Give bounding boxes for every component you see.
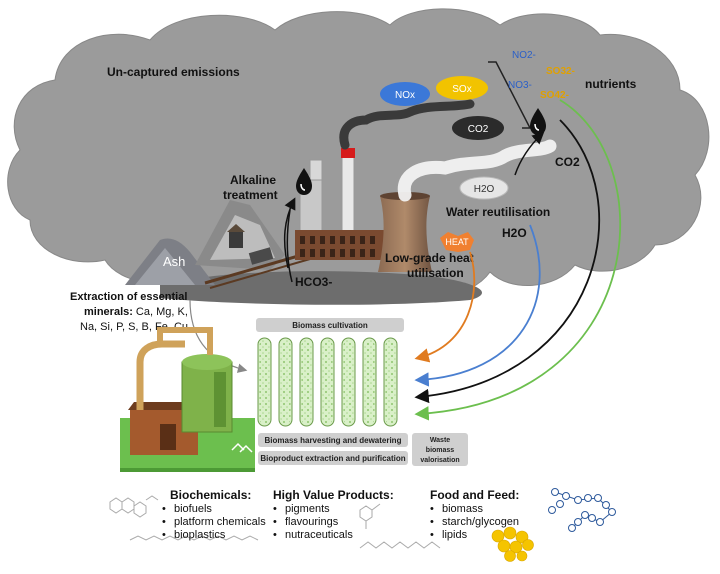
alkaline-label: Alkaline bbox=[230, 173, 276, 187]
high-value-list: pigments flavourings nutraceuticals bbox=[271, 503, 353, 542]
uncaptured-emissions-label: Un-captured emissions bbox=[107, 65, 240, 79]
extraction-line-2: minerals:Ca, Mg, K, bbox=[84, 306, 188, 318]
food-feed-list: biomass starch/glycogen lipids bbox=[428, 503, 519, 542]
no3-label: NO3- bbox=[508, 80, 532, 91]
harvesting-box: Biomass harvesting and dewatering bbox=[258, 433, 408, 447]
extraction-box: Bioproduct extraction and purification bbox=[258, 451, 408, 465]
photobioreactor-tubes bbox=[257, 337, 398, 427]
list-item: starch/glycogen bbox=[428, 516, 519, 529]
nox-bubble: NOx bbox=[380, 82, 430, 106]
svg-text:Biomass cultivation: Biomass cultivation bbox=[292, 321, 368, 330]
so3-label: SO32- bbox=[546, 66, 575, 77]
ash-label: Ash bbox=[163, 254, 185, 269]
flow-arrows bbox=[189, 99, 621, 421]
glycogen-icon bbox=[548, 488, 616, 532]
algae-culture bbox=[364, 340, 375, 424]
extraction-line-1: Extraction of essential bbox=[70, 291, 187, 303]
algae-culture bbox=[259, 340, 270, 424]
list-item: biomass bbox=[428, 503, 519, 516]
list-item: flavourings bbox=[271, 516, 353, 529]
co2-arrow-label: CO2 bbox=[555, 155, 580, 169]
no2-label: NO2- bbox=[512, 50, 536, 61]
svg-text:HEAT: HEAT bbox=[445, 237, 469, 247]
droplet-icon bbox=[530, 108, 546, 135]
cultivation-box: Biomass cultivation bbox=[256, 318, 404, 332]
svg-text:H2O: H2O bbox=[474, 184, 495, 195]
algae-culture bbox=[280, 340, 291, 424]
algae-culture bbox=[322, 340, 333, 424]
nutrients-label: nutrients bbox=[585, 77, 637, 91]
list-item: nutraceuticals bbox=[271, 529, 353, 542]
svg-text:Bioproduct extraction and puri: Bioproduct extraction and purification bbox=[260, 454, 405, 463]
sox-bubble: SOx bbox=[436, 76, 488, 100]
treatment-label: treatment bbox=[223, 188, 278, 202]
list-item: pigments bbox=[271, 503, 353, 516]
svg-text:biomass: biomass bbox=[426, 447, 455, 454]
list-item: lipids bbox=[428, 529, 519, 542]
svg-text:valorisation: valorisation bbox=[420, 457, 459, 464]
biorefinery-plant bbox=[120, 327, 255, 472]
high-value-title: High Value Products: bbox=[273, 488, 394, 502]
algae-culture bbox=[301, 340, 312, 424]
svg-text:Waste: Waste bbox=[430, 437, 450, 444]
lowgrade-label: Low-grade heat bbox=[385, 251, 474, 265]
water-reutilisation-label: Water reutilisation bbox=[446, 205, 550, 219]
h2o-arrow-label: H2O bbox=[502, 226, 527, 240]
biochemicals-title: Biochemicals: bbox=[170, 488, 252, 502]
svg-text:NOx: NOx bbox=[395, 90, 415, 101]
list-item: bioplastics bbox=[160, 529, 266, 542]
so4-label: SO42- bbox=[540, 90, 569, 101]
svg-text:SOx: SOx bbox=[452, 84, 471, 95]
algae-culture bbox=[385, 340, 396, 424]
droplet-icon bbox=[296, 168, 312, 195]
food-feed-title: Food and Feed: bbox=[430, 488, 520, 502]
utilisation-label: utilisation bbox=[407, 266, 464, 280]
list-item: biofuels bbox=[160, 503, 266, 516]
bracket bbox=[488, 61, 532, 129]
h2o-bubble: H2O bbox=[459, 176, 509, 200]
heat-badge: HEAT bbox=[440, 232, 474, 252]
waste-box: Waste biomass valorisation bbox=[412, 433, 468, 466]
list-item: platform chemicals bbox=[160, 516, 266, 529]
svg-text:CO2: CO2 bbox=[468, 124, 489, 135]
hco3-label: HCO3- bbox=[295, 275, 332, 289]
algae-culture bbox=[343, 340, 354, 424]
molecule-icon bbox=[359, 503, 441, 549]
power-station bbox=[295, 148, 432, 272]
co2-bubble: CO2 bbox=[452, 116, 504, 140]
svg-text:Biomass harvesting and dewater: Biomass harvesting and dewatering bbox=[265, 436, 402, 445]
biochemicals-list: biofuels platform chemicals bioplastics bbox=[160, 503, 266, 542]
